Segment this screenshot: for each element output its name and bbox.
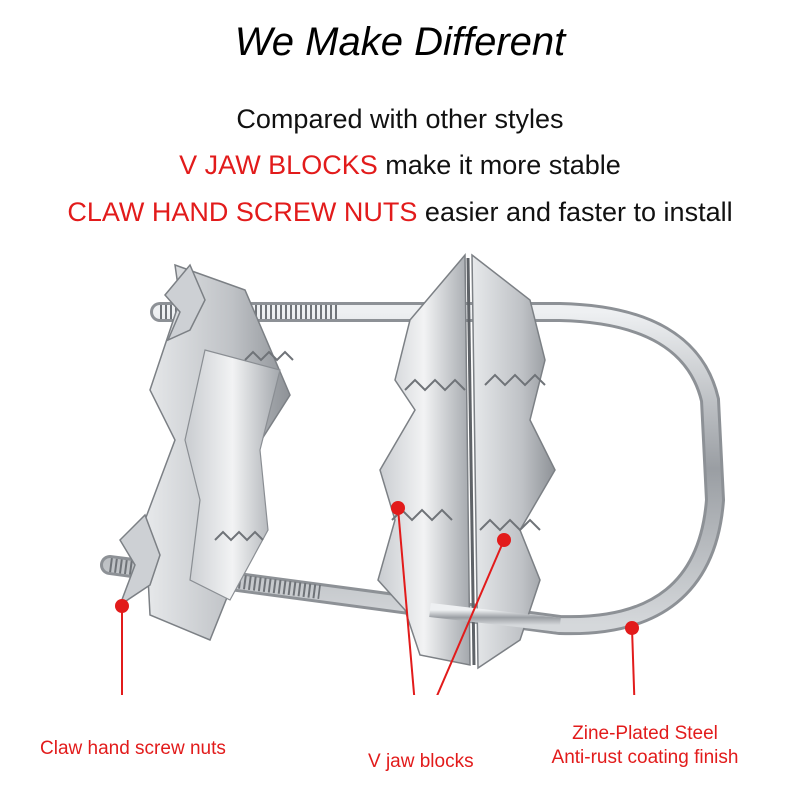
label-steel-line1: Zine-Plated Steel xyxy=(572,723,718,744)
u-bolt-front-segment xyxy=(429,603,561,632)
feature-claw-nuts: CLAW HAND SCREW NUTS easier and faster t… xyxy=(0,197,800,228)
feature-v-jaw: V JAW BLOCKS make it more stable xyxy=(0,150,800,181)
callout-vjaw-marker xyxy=(391,501,511,695)
label-zinc-plated-steel: Zine-Plated Steel Anti-rust coating fini… xyxy=(540,722,750,770)
product-photo xyxy=(100,252,726,695)
wing-nut-bottom xyxy=(118,513,161,607)
feature-v-jaw-text: make it more stable xyxy=(377,150,621,180)
label-v-jaw-blocks: V jaw blocks xyxy=(368,751,474,772)
callout-steel-marker xyxy=(625,621,639,695)
wing-nut-top xyxy=(164,263,206,342)
label-claw-hand-screw-nuts: Claw hand screw nuts xyxy=(40,738,226,759)
feature-claw-highlight: CLAW HAND SCREW NUTS xyxy=(67,197,418,227)
left-clamp-plate xyxy=(144,263,294,641)
v-jaw-block-left xyxy=(377,252,471,666)
feature-claw-text: easier and faster to install xyxy=(417,197,733,227)
callout-claw-marker xyxy=(115,599,129,695)
headline: We Make Different xyxy=(234,20,566,64)
feature-v-jaw-highlight: V JAW BLOCKS xyxy=(179,150,378,180)
label-steel-line2: Anti-rust coating finish xyxy=(551,747,739,768)
subtitle-compared: Compared with other styles xyxy=(236,104,564,134)
